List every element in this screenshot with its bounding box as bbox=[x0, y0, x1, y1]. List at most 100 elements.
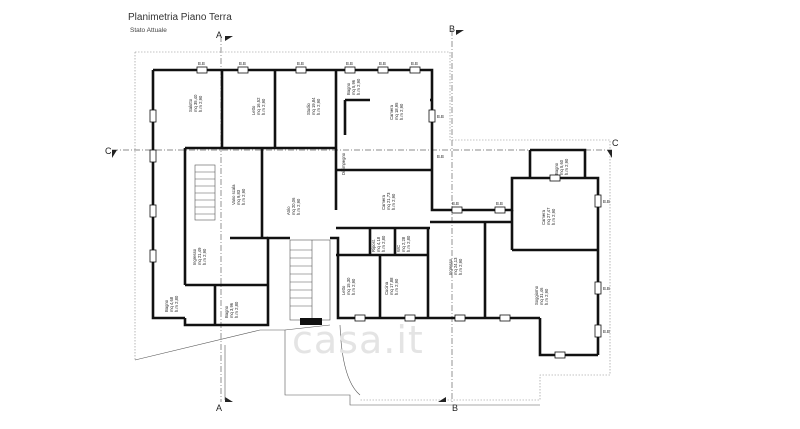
svg-text:mq 24,13: mq 24,13 bbox=[453, 257, 458, 275]
svg-text:h.m 2,90: h.m 2,90 bbox=[564, 158, 569, 175]
svg-text:Studio: Studio bbox=[306, 102, 311, 115]
room-label: Ripost. mq 4,18 h.m 2,80 bbox=[371, 235, 386, 252]
window-tag: B.B bbox=[452, 201, 459, 206]
property-boundary bbox=[135, 51, 611, 401]
svg-text:h.m 2,80: h.m 2,80 bbox=[174, 295, 179, 312]
svg-text:Salotto: Salotto bbox=[188, 98, 193, 112]
svg-text:Bagno: Bagno bbox=[224, 305, 229, 318]
svg-text:h.m 2,90: h.m 2,90 bbox=[202, 248, 207, 265]
svg-text:mq 5,60: mq 5,60 bbox=[559, 159, 564, 175]
svg-text:Camera: Camera bbox=[381, 194, 386, 210]
svg-text:mq 20,06: mq 20,06 bbox=[291, 197, 296, 215]
svg-text:mq 15,30: mq 15,30 bbox=[346, 277, 351, 295]
svg-text:mq 27,47: mq 27,47 bbox=[546, 207, 551, 225]
svg-text:Bagno: Bagno bbox=[346, 82, 351, 95]
window-tag: B.B bbox=[603, 199, 610, 204]
room-label: Bagno mq 5,96 h.m 2,90 bbox=[346, 78, 361, 95]
svg-text:Cucina: Cucina bbox=[384, 281, 389, 295]
room-label: Camera mq 21,73 h.m 2,90 bbox=[381, 192, 396, 210]
svg-text:Camera: Camera bbox=[389, 104, 394, 120]
window-tag: B.B bbox=[603, 286, 610, 291]
interior-walls bbox=[183, 70, 598, 325]
room-label: Camera mq 27,47 h.m 2,90 bbox=[541, 207, 556, 225]
svg-text:h.m 2,90: h.m 2,90 bbox=[316, 98, 321, 115]
svg-text:h.m 2,90: h.m 2,90 bbox=[261, 98, 266, 115]
svg-text:mq 35,40: mq 35,40 bbox=[193, 94, 198, 112]
room-label: Bagno mq 5,60 h.m 2,90 bbox=[554, 158, 569, 175]
svg-text:Ripost.: Ripost. bbox=[371, 239, 376, 252]
room-label: Soggiorno mq 31,46 h.m 2,90 bbox=[534, 285, 549, 305]
svg-text:Disimpegno: Disimpegno bbox=[341, 152, 346, 175]
window-tag: B.B bbox=[198, 61, 205, 66]
svg-text:h.m 2,90: h.m 2,90 bbox=[399, 103, 404, 120]
svg-text:mq 9,83: mq 9,83 bbox=[236, 189, 241, 205]
room-label: Letto mq 15,30 h.m 2,90 bbox=[341, 277, 356, 295]
section-label-c-right: C bbox=[612, 138, 619, 148]
room-label: WC mq 2,28 h.m 2,80 bbox=[396, 235, 411, 252]
room-label: Cucina mq 17,88 h.m 2,90 bbox=[384, 277, 399, 295]
svg-text:Bagno: Bagno bbox=[554, 162, 559, 175]
room-label: Vano scala mq 9,83 h.m 2,90 bbox=[231, 184, 246, 205]
svg-text:mq 21,73: mq 21,73 bbox=[386, 192, 391, 210]
plan-title: Planimetria Piano Terra bbox=[128, 12, 232, 23]
svg-text:h.m 2,80: h.m 2,80 bbox=[381, 235, 386, 252]
section-label-a-top: A bbox=[216, 30, 222, 40]
section-label-a-bottom: A bbox=[216, 403, 222, 413]
svg-text:h.m 2,90: h.m 2,90 bbox=[356, 78, 361, 95]
section-markers: A A B B C C bbox=[105, 24, 619, 413]
window-tags: B.B B.B B.B B.B B.B B.B B.B B.B B.B B.B … bbox=[198, 61, 610, 334]
svg-text:mq 2,28: mq 2,28 bbox=[401, 236, 406, 252]
room-label: Atrio mq 20,06 h.m 2,90 bbox=[286, 197, 301, 215]
window-tag: B.B bbox=[379, 61, 386, 66]
svg-text:mq 21,49: mq 21,49 bbox=[197, 247, 202, 265]
svg-text:mq 5,96: mq 5,96 bbox=[351, 79, 356, 95]
svg-text:mq 18,95: mq 18,95 bbox=[394, 102, 399, 120]
svg-text:h.m 2,90: h.m 2,90 bbox=[551, 208, 556, 225]
svg-text:Camera: Camera bbox=[541, 209, 546, 225]
room-label: Studio mq 19,84 h.m 2,90 bbox=[306, 97, 321, 115]
svg-text:mq 31,46: mq 31,46 bbox=[539, 287, 544, 305]
staircase-left bbox=[194, 164, 216, 221]
room-label: Bagno mq 4,68 h.m 2,80 bbox=[164, 295, 179, 312]
staircase-central bbox=[289, 239, 331, 325]
section-label-b-bottom: B bbox=[452, 403, 458, 413]
room-label: Disimpegno bbox=[341, 152, 346, 175]
window-tag: B.B bbox=[437, 154, 444, 159]
section-label-c-left: C bbox=[105, 146, 112, 156]
svg-text:WC: WC bbox=[396, 245, 401, 252]
svg-text:Bagno: Bagno bbox=[164, 299, 169, 312]
windows bbox=[149, 66, 602, 359]
room-label: Camera mq 18,95 h.m 2,90 bbox=[389, 102, 404, 120]
room-label: Ingresso mq 24,13 h.m 2,90 bbox=[448, 257, 463, 275]
exterior-walls bbox=[151, 68, 600, 357]
plan-subtitle: Stato Attuale bbox=[130, 27, 167, 34]
svg-text:mq 4,18: mq 4,18 bbox=[376, 236, 381, 252]
svg-text:Vano scala: Vano scala bbox=[231, 184, 236, 205]
section-label-b-top: B bbox=[449, 24, 455, 34]
svg-text:Atrio: Atrio bbox=[286, 206, 291, 215]
svg-text:h.m 2,90: h.m 2,90 bbox=[394, 278, 399, 295]
room-label: Letto mq 16,52 h.m 2,90 bbox=[251, 97, 266, 115]
room-label: Salotto mq 35,40 h.m 2,90 bbox=[188, 94, 203, 112]
svg-text:mq 19,84: mq 19,84 bbox=[311, 97, 316, 115]
room-labels: Salotto mq 35,40 h.m 2,90 Letto mq 16,52… bbox=[164, 78, 569, 318]
room-label: Ingresso mq 21,49 h.m 2,90 bbox=[192, 247, 207, 265]
window-tag: B.B bbox=[346, 61, 353, 66]
svg-text:h.m 2,80: h.m 2,80 bbox=[406, 235, 411, 252]
svg-text:h.m 2,90: h.m 2,90 bbox=[198, 95, 203, 112]
svg-text:h.m 2,90: h.m 2,90 bbox=[296, 198, 301, 215]
svg-text:Ingresso: Ingresso bbox=[448, 258, 453, 275]
svg-text:h.m 2,90: h.m 2,90 bbox=[391, 193, 396, 210]
window-tag: B.B bbox=[411, 61, 418, 66]
svg-text:h.m 2,90: h.m 2,90 bbox=[458, 258, 463, 275]
svg-text:mq 4,68: mq 4,68 bbox=[169, 296, 174, 312]
window-tag: B.B bbox=[297, 61, 304, 66]
room-label: Bagno mq 3,96 h.m 2,80 bbox=[224, 301, 239, 318]
svg-text:Ingresso: Ingresso bbox=[192, 248, 197, 265]
svg-text:h.m 2,80: h.m 2,80 bbox=[234, 301, 239, 318]
svg-text:mq 16,52: mq 16,52 bbox=[256, 97, 261, 115]
svg-text:mq 17,88: mq 17,88 bbox=[389, 277, 394, 295]
window-tag: B.B bbox=[239, 61, 246, 66]
svg-text:h.m 2,90: h.m 2,90 bbox=[351, 278, 356, 295]
